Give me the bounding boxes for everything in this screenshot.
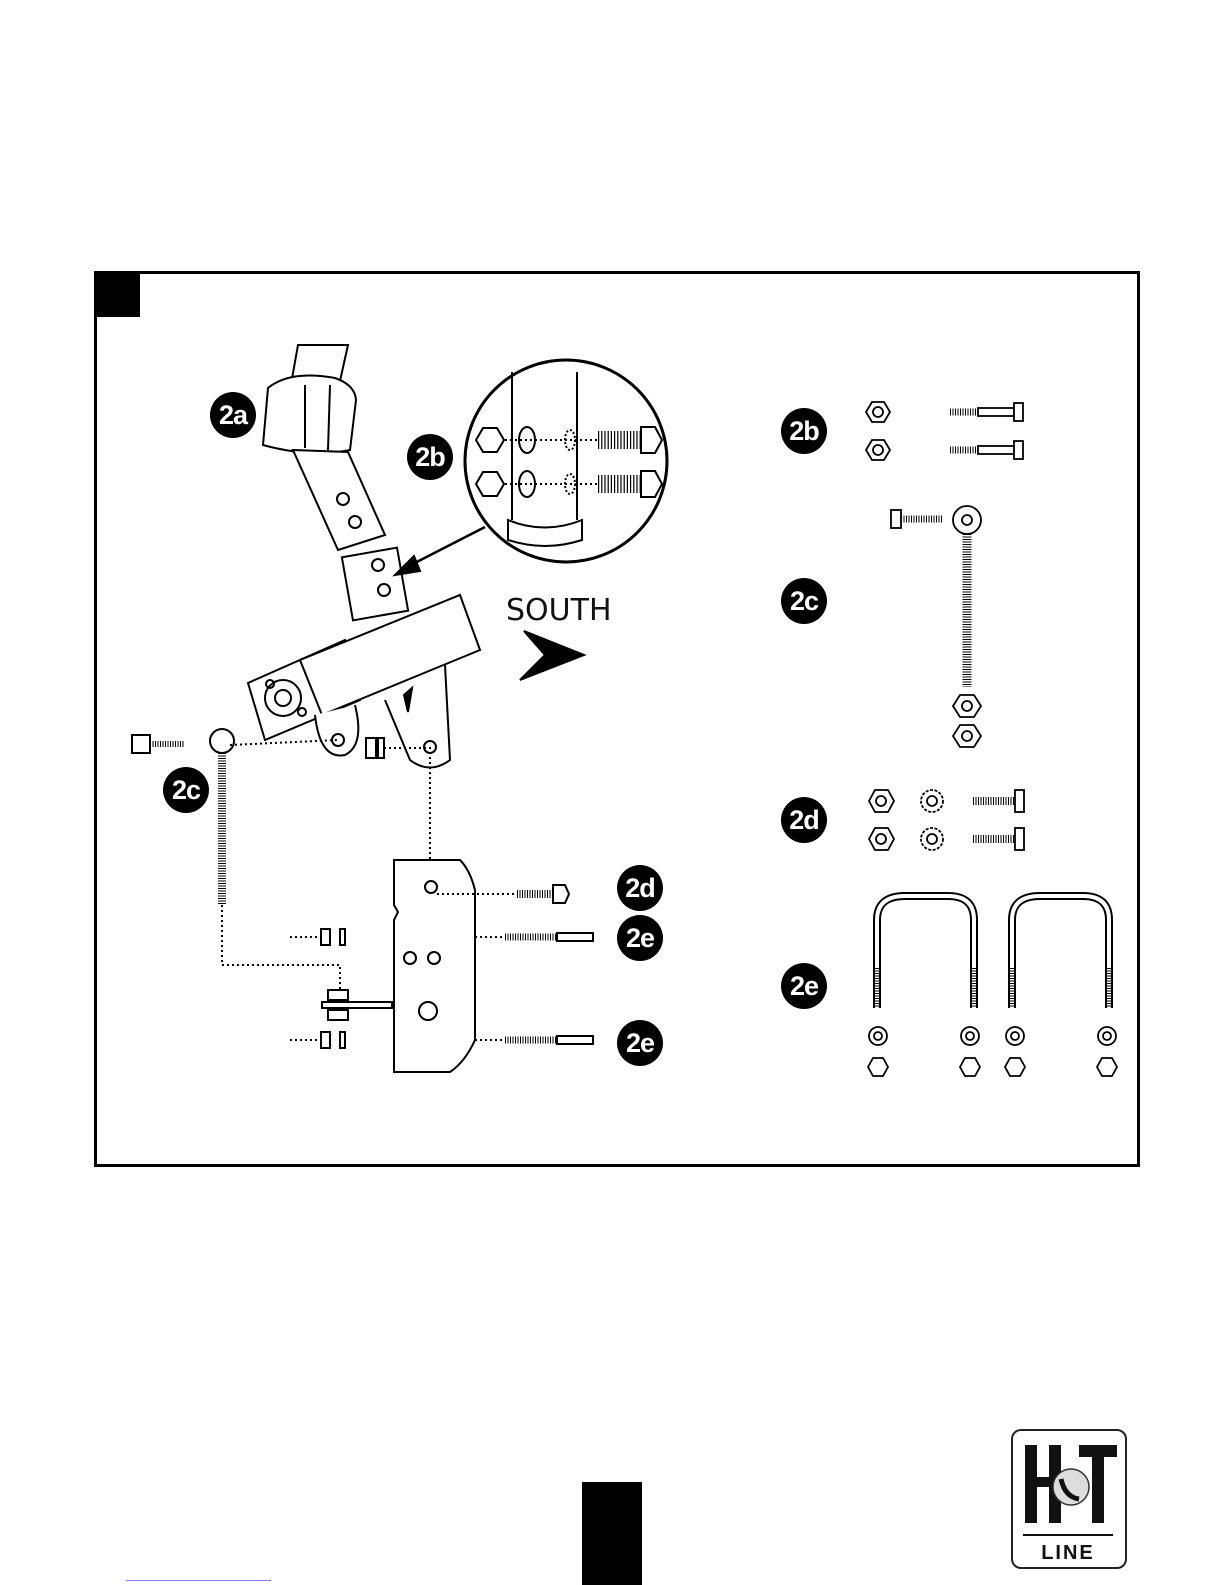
u-bolt-left — [877, 896, 974, 1008]
parts-callout-2d: 2d — [781, 797, 827, 843]
parts-callout-2b: 2b — [781, 408, 827, 454]
callout-2e-top: 2e — [617, 915, 663, 961]
parts-callout-2e: 2e — [781, 963, 827, 1009]
knob — [263, 376, 356, 454]
south-label: SOUTH — [506, 593, 612, 628]
mount-post — [342, 548, 408, 621]
footer-link-underline — [126, 1580, 271, 1581]
hotline-logo-graphic: LINE — [1013, 1431, 1125, 1567]
callout-2c: 2c — [163, 767, 209, 813]
callout-2a: 2a — [210, 392, 256, 438]
page-number-tab — [582, 1482, 642, 1585]
elevation-arm — [293, 450, 385, 550]
u-bolt-right — [1012, 896, 1109, 1008]
eye-bolt-ring — [210, 729, 234, 753]
callout-2d: 2d — [617, 865, 663, 911]
south-arrow — [520, 631, 584, 680]
parts-callout-2c: 2c — [781, 578, 827, 624]
svg-text:LINE: LINE — [1041, 1542, 1095, 1564]
callout-2b: 2b — [407, 434, 453, 480]
hotline-logo: LINE — [1011, 1429, 1127, 1569]
callout-2e-bottom: 2e — [617, 1020, 663, 1066]
